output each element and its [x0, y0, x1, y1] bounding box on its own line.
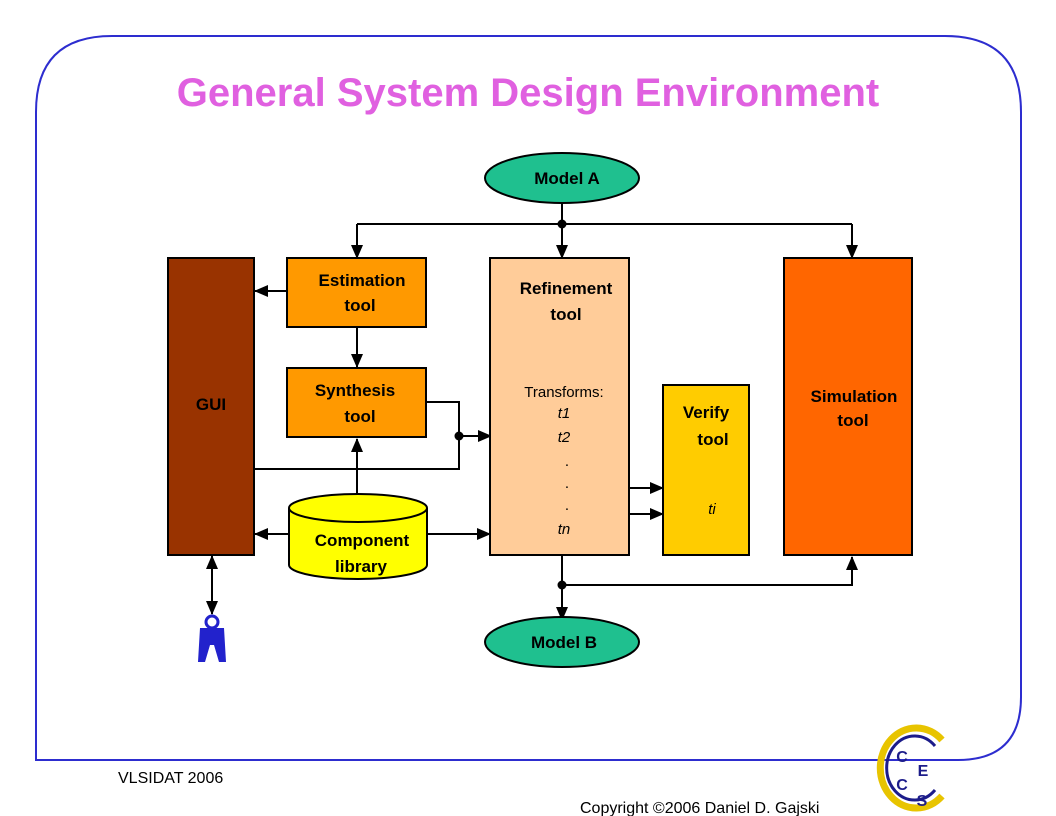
refinement-tool-node: Refinement tool Transforms: t1 t2 . . . … [489, 257, 630, 556]
transform-ellipsis: . [565, 497, 569, 514]
transform-ellipsis: . [565, 475, 569, 492]
model-a-node: Model A [484, 152, 640, 204]
model-b-node: Model B [484, 616, 640, 668]
logo-letter: C [896, 749, 908, 766]
gui-node: GUI [167, 257, 255, 556]
copyright-text: Copyright ©2006 Daniel D. Gajski [580, 800, 819, 816]
verify-label-line1: Verify [683, 403, 730, 422]
user-person-icon [198, 614, 226, 662]
model-a-label: Model A [534, 169, 599, 188]
synthesis-label-line2: tool [344, 407, 375, 426]
component-library-line1: Component [315, 531, 410, 550]
logo-letter: S [917, 793, 928, 810]
model-b-label: Model B [531, 633, 597, 652]
transform-item: tn [558, 521, 571, 538]
component-library-node: Component library [288, 493, 428, 580]
connections [206, 202, 858, 621]
page-title: General System Design Environment [177, 71, 879, 115]
component-library-line2: library [335, 557, 388, 576]
logo-letter: E [918, 763, 929, 780]
synthesis-tool-node: Synthesis tool [286, 367, 427, 438]
slide-frame [35, 35, 1022, 761]
simulation-label-line2: tool [837, 411, 868, 430]
estimation-label-line2: tool [344, 296, 375, 315]
cecs-logo: C E C S [876, 724, 945, 812]
synthesis-label-line1: Synthesis [315, 381, 395, 400]
refinement-label-line2: tool [550, 305, 581, 324]
transform-item: t1 [558, 405, 571, 422]
verify-item: ti [708, 501, 716, 518]
logo-letter: C [896, 777, 908, 794]
refinement-label-line1: Refinement [520, 279, 613, 298]
transform-ellipsis: . [565, 453, 569, 470]
verify-label-line2: tool [697, 430, 728, 449]
estimation-tool-node: Estimation tool [286, 257, 427, 328]
gui-label: GUI [196, 395, 226, 414]
simulation-label-line1: Simulation [811, 387, 898, 406]
verify-tool-node: Verify tool ti [662, 384, 750, 556]
footer-left-text: VLSIDAT 2006 [118, 770, 223, 787]
transform-item: t2 [558, 429, 571, 446]
transforms-label: Transforms: [524, 384, 603, 401]
simulation-tool-node: Simulation tool [783, 257, 913, 556]
estimation-label-line1: Estimation [319, 271, 406, 290]
